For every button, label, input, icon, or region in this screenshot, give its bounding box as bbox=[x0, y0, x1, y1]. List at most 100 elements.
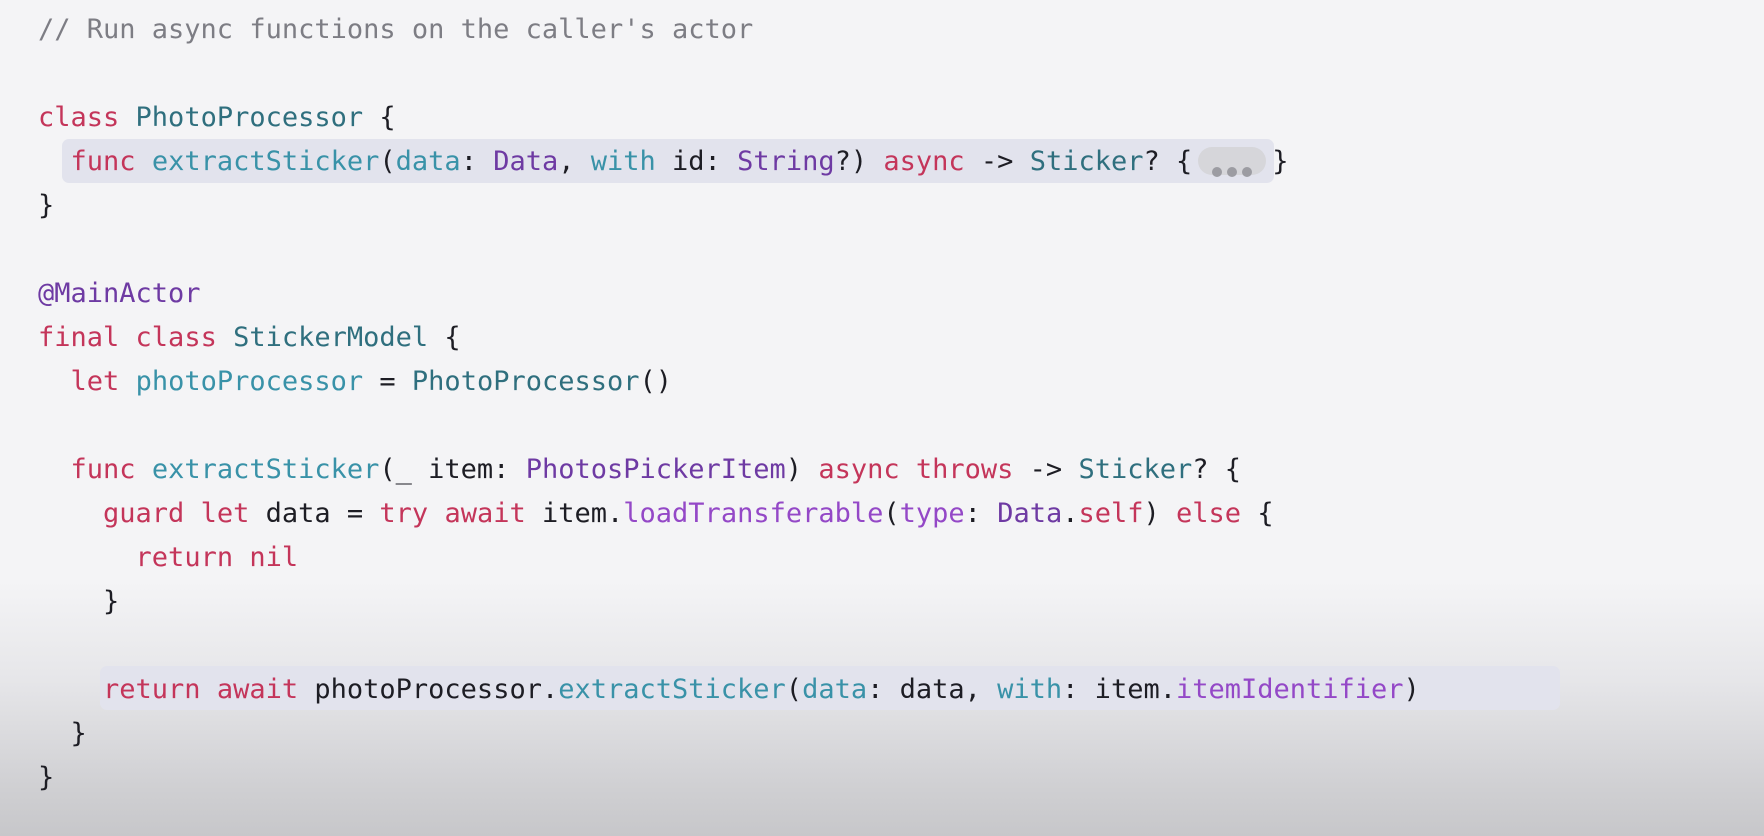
code-token: { bbox=[428, 322, 461, 353]
code-token: try bbox=[379, 498, 429, 529]
code-token: let bbox=[200, 498, 250, 529]
code-line: func extractSticker(data: Data, with id:… bbox=[38, 140, 1289, 184]
code-line: } bbox=[38, 580, 119, 624]
code-token: await bbox=[444, 498, 526, 529]
code-token: ? { bbox=[1192, 454, 1242, 485]
code-token: () bbox=[639, 366, 673, 397]
code-token: } bbox=[38, 190, 55, 221]
highlight-return-call bbox=[100, 666, 1560, 710]
code-token: = bbox=[363, 366, 412, 397]
code-line: return await photoProcessor.extractStick… bbox=[38, 668, 1420, 712]
code-token bbox=[119, 366, 135, 397]
code-token: let bbox=[70, 366, 120, 397]
code-token: : item. bbox=[1062, 674, 1176, 705]
code-token: } bbox=[1272, 146, 1289, 177]
code-token bbox=[119, 102, 135, 133]
code-token: : bbox=[964, 498, 998, 529]
code-token: : bbox=[460, 146, 494, 177]
code-line: let photoProcessor = PhotoProcessor() bbox=[38, 360, 673, 404]
code-token: Sticker bbox=[1078, 454, 1193, 485]
code-token: async bbox=[883, 146, 965, 177]
code-token bbox=[217, 322, 233, 353]
code-token: ) bbox=[1143, 498, 1177, 529]
code-token: async bbox=[818, 454, 900, 485]
code-token: func bbox=[70, 454, 136, 485]
code-token bbox=[38, 674, 103, 705]
code-line: return nil bbox=[38, 536, 299, 580]
code-line: func extractSticker(_ item: PhotosPicker… bbox=[38, 448, 1242, 492]
code-token: class bbox=[135, 322, 217, 353]
code-token: final bbox=[38, 322, 120, 353]
code-token: ) bbox=[785, 454, 819, 485]
code-token: await bbox=[216, 674, 299, 705]
code-token: { bbox=[363, 102, 396, 133]
code-token: Data bbox=[493, 146, 559, 177]
code-token: return bbox=[135, 542, 234, 573]
code-token: PhotosPickerItem bbox=[525, 454, 786, 485]
code-token bbox=[119, 322, 135, 353]
code-token: ( bbox=[883, 498, 900, 529]
code-token: ) bbox=[1403, 674, 1420, 705]
code-token: with bbox=[590, 146, 656, 177]
code-token bbox=[38, 366, 71, 397]
code-token: PhotoProcessor bbox=[135, 102, 364, 133]
code-token: -> bbox=[1013, 454, 1079, 485]
code-token: data bbox=[395, 146, 461, 177]
code-token: else bbox=[1176, 498, 1242, 529]
code-token: : data, bbox=[867, 674, 998, 705]
code-token: } bbox=[38, 586, 120, 617]
code-token: , bbox=[558, 146, 591, 177]
code-token bbox=[233, 542, 249, 573]
code-token bbox=[900, 454, 916, 485]
code-token bbox=[184, 498, 200, 529]
code-token: class bbox=[38, 102, 120, 133]
code-token: data = bbox=[249, 498, 380, 529]
code-token: ?) bbox=[834, 146, 884, 177]
code-token: extractSticker bbox=[151, 146, 380, 177]
code-token: data bbox=[802, 674, 868, 705]
code-line: final class StickerModel { bbox=[38, 316, 461, 360]
code-token: } bbox=[38, 718, 87, 749]
collapsed-code-ellipsis-icon[interactable] bbox=[1198, 146, 1267, 177]
code-token: } bbox=[38, 762, 55, 793]
code-token: Sticker bbox=[1029, 146, 1144, 177]
code-token: ( bbox=[785, 674, 803, 705]
code-token: -> bbox=[964, 146, 1030, 177]
code-token: // Run async functions on the caller's a… bbox=[38, 14, 754, 45]
code-token: ? { bbox=[1143, 146, 1193, 177]
code-token: Data bbox=[997, 498, 1063, 529]
code-token: guard bbox=[103, 498, 185, 529]
code-token: . bbox=[1062, 498, 1079, 529]
code-token bbox=[38, 146, 71, 177]
code-token: loadTransferable bbox=[623, 498, 884, 529]
code-token: throws bbox=[915, 454, 1014, 485]
code-token bbox=[38, 542, 136, 573]
code-token: self bbox=[1078, 498, 1144, 529]
code-token: ( bbox=[379, 146, 396, 177]
code-token: nil bbox=[249, 542, 299, 573]
code-token: { bbox=[1241, 498, 1274, 529]
code-line: // Run async functions on the caller's a… bbox=[38, 8, 753, 52]
code-line: } bbox=[38, 712, 87, 756]
code-token bbox=[136, 146, 152, 177]
code-line: guard let data = try await item.loadTran… bbox=[38, 492, 1274, 536]
code-token: func bbox=[70, 146, 136, 177]
code-token: @MainActor bbox=[38, 278, 201, 309]
code-token: String bbox=[737, 146, 835, 177]
code-token: photoProcessor. bbox=[298, 674, 559, 705]
code-line: class PhotoProcessor { bbox=[38, 96, 396, 140]
code-token: extractSticker bbox=[558, 674, 786, 705]
code-token bbox=[38, 454, 71, 485]
code-token bbox=[136, 454, 152, 485]
code-token: StickerModel bbox=[233, 322, 429, 353]
code-token: return bbox=[103, 674, 201, 705]
code-token: photoProcessor bbox=[135, 366, 364, 397]
code-line: } bbox=[38, 756, 54, 800]
code-line: } bbox=[38, 184, 54, 228]
code-token: PhotoProcessor bbox=[411, 366, 640, 397]
code-token: id: bbox=[655, 146, 738, 177]
code-line: @MainActor bbox=[38, 272, 201, 316]
code-token: (_ item: bbox=[379, 454, 526, 485]
code-token: type bbox=[899, 498, 965, 529]
